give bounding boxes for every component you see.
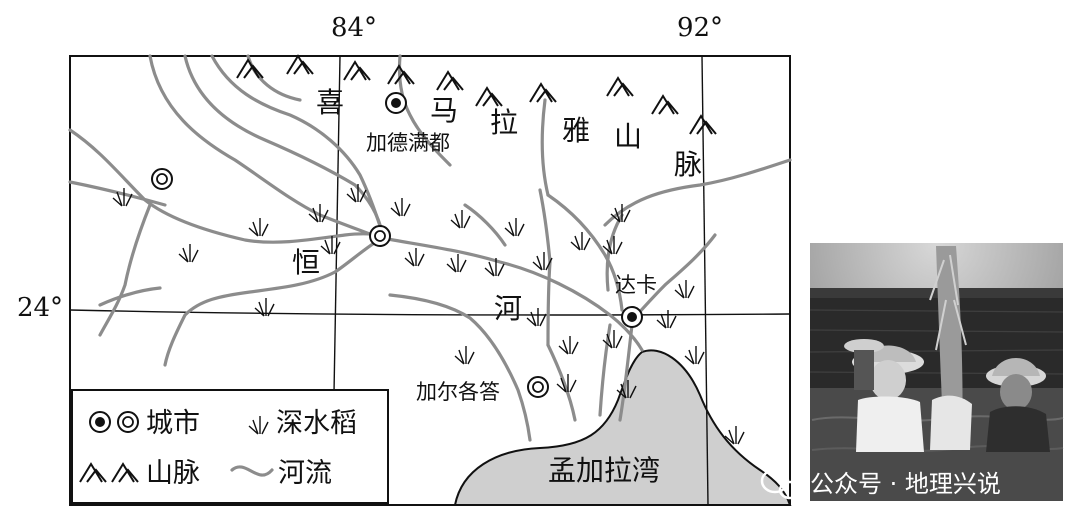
himalaya-char-6: 脉 [674, 148, 702, 181]
himalaya-char-2: 马 [430, 94, 458, 127]
lon-92-label: 92° [677, 13, 723, 43]
parallel-24 [69, 309, 791, 316]
city-kolkata-marker [527, 376, 549, 398]
lon-84-label: 84° [331, 13, 377, 43]
himalaya-char-1: 喜 [316, 86, 344, 119]
watermark: 公众号 · 地理兴说 [760, 468, 1001, 500]
legend-rice-label: 深水稻 [276, 408, 357, 439]
legend-river-label: 河流 [278, 458, 332, 489]
city-marker-west [151, 168, 173, 190]
himalaya-char-3: 拉 [490, 106, 518, 139]
legend-city-icon [89, 411, 139, 433]
himalaya-char-5: 山 [614, 120, 642, 153]
lat-24-label: 24° [17, 293, 63, 323]
watermark-text: 公众号 · 地理兴说 [810, 470, 1001, 498]
legend-city-label: 城市 [146, 408, 200, 439]
legend-river-icon [230, 465, 274, 477]
legend-box [71, 389, 389, 504]
wechat-icon [760, 468, 802, 500]
meridian-92 [701, 55, 709, 506]
ganges-char-2: 河 [494, 292, 522, 325]
city-dhaka-marker [621, 306, 643, 328]
himalaya-char-4: 雅 [562, 114, 590, 147]
legend: 城市 深水稻 山脉 河流 [71, 389, 389, 504]
legend-mountain-label: 山脉 [146, 458, 200, 489]
sea-label: 孟加拉湾 [548, 454, 660, 487]
city-kathmandu-marker [385, 92, 407, 114]
deepwater-rice-photo [809, 243, 1064, 501]
city-kolkata-label: 加尔各答 [416, 380, 500, 404]
city-marker-central [369, 225, 391, 247]
ganges-char-1: 恒 [292, 246, 320, 279]
sea-area [453, 349, 792, 506]
city-kathmandu-label: 加德满都 [366, 131, 450, 155]
city-dhaka-label: 达卡 [615, 273, 657, 297]
